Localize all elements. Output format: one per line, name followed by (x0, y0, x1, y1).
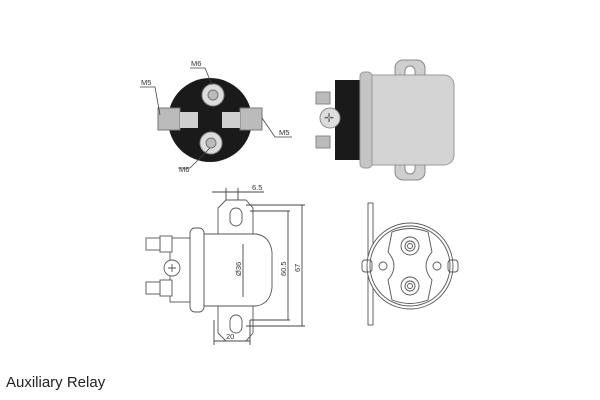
label-m6-top: M6 (191, 59, 201, 68)
photo-end-view: M6 M5 M5 M6 (140, 59, 292, 174)
label-m5-right: M5 (279, 128, 289, 137)
label-m5-left: M5 (141, 78, 151, 87)
drawing-end-view (361, 202, 459, 326)
svg-text:✛: ✛ (324, 111, 334, 125)
drawing-side-view (145, 188, 305, 345)
photo-side-view: ✛ (315, 59, 455, 181)
dim-slot-width: 6.5 (252, 183, 262, 192)
dim-diameter: Ø36 (234, 262, 243, 276)
caption-title: Auxiliary Relay (6, 374, 106, 391)
dim-hole-spacing: 60.5 (279, 261, 288, 276)
dim-flange-height: 67 (293, 264, 302, 272)
drawing-side-view-labels: 6.5 Ø36 60.5 67 20 (226, 183, 302, 341)
label-m6-bottom: M6 (179, 165, 189, 174)
dim-body-length: 20 (226, 332, 234, 341)
